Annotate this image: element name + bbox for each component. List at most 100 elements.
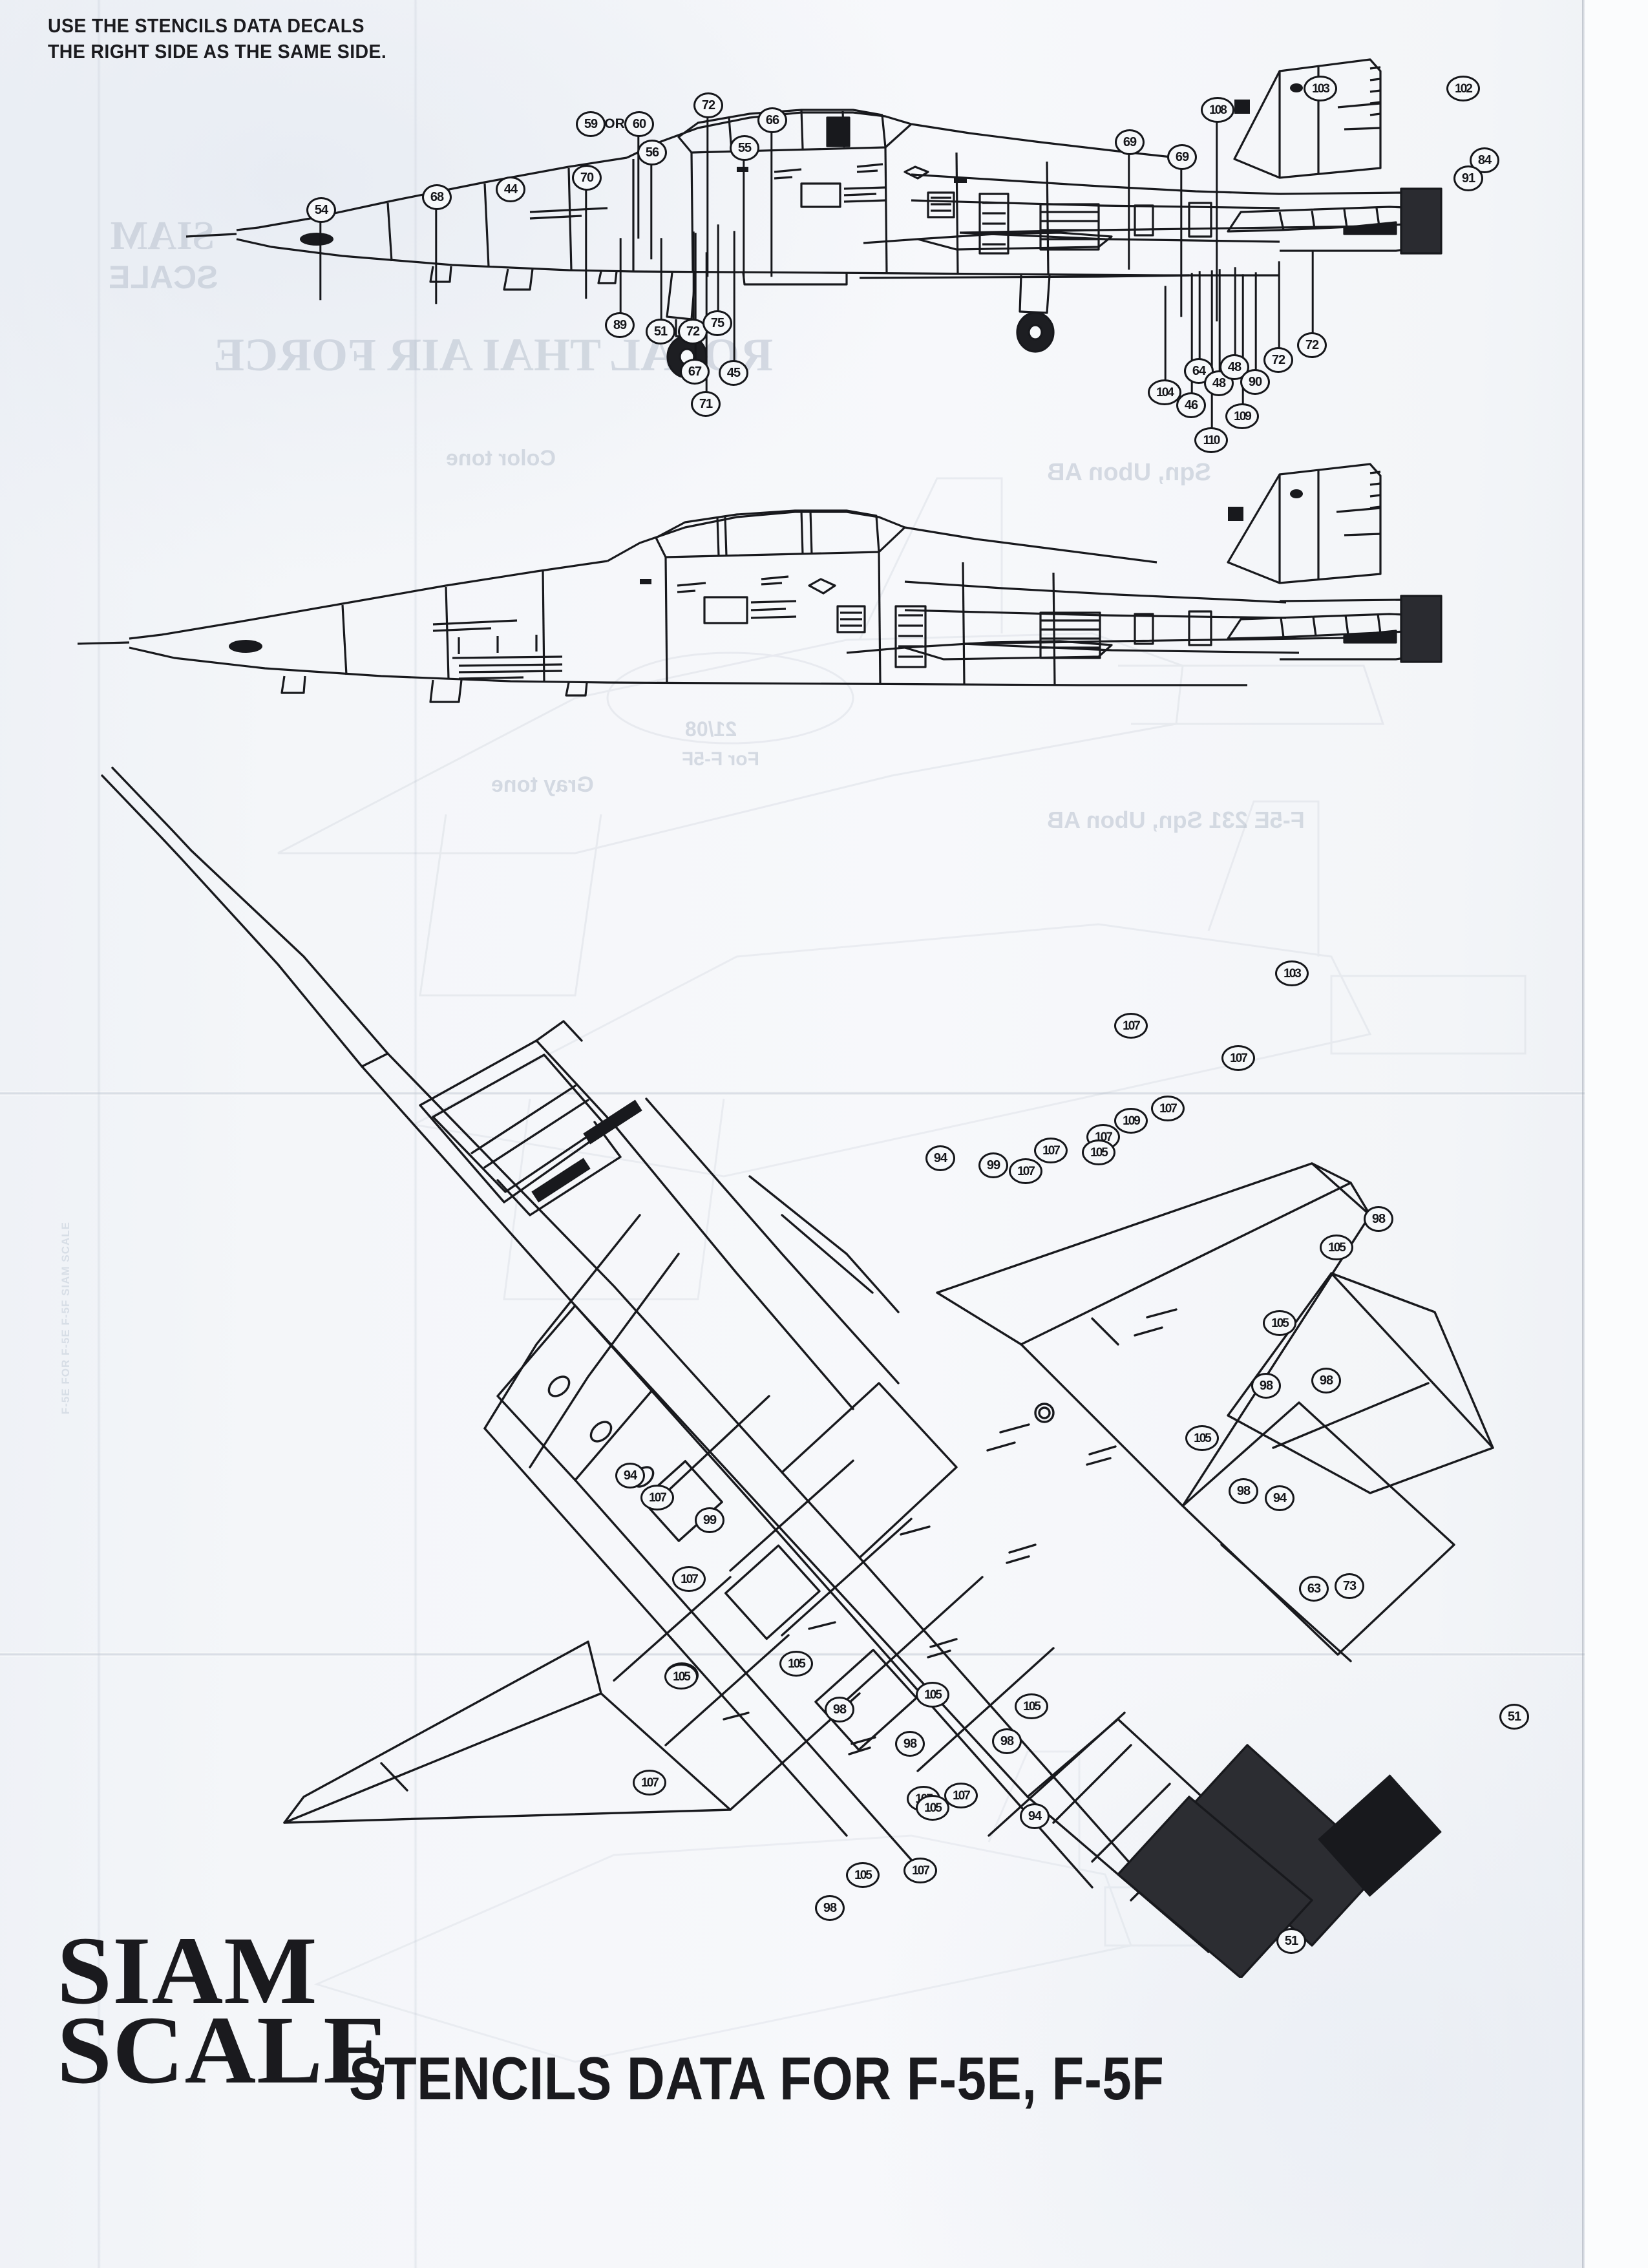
paper-edge bbox=[1582, 0, 1585, 2268]
header-note-line-2: THE RIGHT SIDE AS THE SAME SIDE. bbox=[48, 40, 387, 63]
callout-balloon-84: 84 bbox=[1470, 147, 1499, 173]
callout-balloon-72: 72 bbox=[1297, 332, 1327, 358]
callout-balloon-89: 89 bbox=[605, 312, 635, 338]
callout-balloon-68: 68 bbox=[422, 184, 452, 210]
callout-leader-line bbox=[1234, 267, 1236, 358]
callout-leader-line bbox=[1216, 121, 1218, 322]
callout-balloon-46: 46 bbox=[1176, 392, 1206, 418]
callout-balloon-99: 99 bbox=[695, 1507, 724, 1533]
brand-logo: SIAM SCALE bbox=[57, 1922, 389, 2099]
vertical-crease-mid bbox=[414, 0, 417, 2268]
callout-balloon-105: 105 bbox=[1263, 1310, 1296, 1336]
callout-or-label: OR bbox=[604, 116, 625, 131]
callout-balloon-94: 94 bbox=[1265, 1485, 1294, 1511]
callout-balloon-103: 103 bbox=[1304, 76, 1337, 101]
callout-balloon-48: 48 bbox=[1204, 370, 1234, 396]
callout-leader-line bbox=[585, 189, 587, 299]
callout-balloon-91: 91 bbox=[1453, 165, 1483, 191]
callout-balloon-103: 103 bbox=[1275, 960, 1309, 986]
callout-leader-line bbox=[1180, 168, 1182, 317]
callout-balloon-107: 107 bbox=[1034, 1138, 1068, 1163]
fold-crease-upper bbox=[0, 1091, 1585, 1096]
brand-line-2: SCALE bbox=[57, 1997, 390, 2104]
callout-balloon-99: 99 bbox=[978, 1152, 1008, 1178]
callout-balloon-59: 59 bbox=[576, 111, 606, 137]
callout-balloon-105: 105 bbox=[846, 1862, 880, 1888]
callout-balloon-94: 94 bbox=[615, 1463, 645, 1489]
callout-balloon-98: 98 bbox=[825, 1697, 854, 1722]
callout-leader-line bbox=[1211, 270, 1213, 431]
callout-balloon-107: 107 bbox=[640, 1485, 674, 1510]
callout-balloon-72: 72 bbox=[1263, 347, 1293, 373]
callout-balloon-107: 107 bbox=[633, 1770, 666, 1796]
brand-line-1: SIAM bbox=[57, 1917, 318, 2024]
callout-balloon-51: 51 bbox=[1499, 1704, 1529, 1730]
callout-balloon-94: 94 bbox=[1020, 1803, 1050, 1829]
callout-balloon-105: 105 bbox=[779, 1651, 813, 1677]
callout-balloon-107: 107 bbox=[1221, 1045, 1255, 1071]
callout-balloon-71: 71 bbox=[691, 391, 721, 417]
callout-leader-line bbox=[743, 159, 745, 277]
callout-balloon-109: 109 bbox=[1225, 403, 1259, 429]
callout-balloon-105: 105 bbox=[916, 1795, 949, 1821]
callout-balloon-105: 105 bbox=[664, 1664, 698, 1690]
callout-leader-line bbox=[660, 238, 662, 323]
callout-leader-line bbox=[1278, 261, 1280, 351]
callout-balloon-108: 108 bbox=[1201, 97, 1234, 123]
callout-balloon-56: 56 bbox=[637, 140, 667, 165]
callout-leader-line bbox=[1219, 269, 1221, 374]
callout-balloon-110: 110 bbox=[1194, 427, 1228, 453]
callout-balloon-105: 105 bbox=[1185, 1425, 1219, 1451]
scan-margin bbox=[1585, 0, 1648, 2268]
callout-balloon-45: 45 bbox=[719, 360, 748, 386]
callout-balloon-67: 67 bbox=[680, 359, 710, 385]
callout-balloon-105: 105 bbox=[1015, 1693, 1048, 1719]
callout-balloon-107: 107 bbox=[944, 1783, 978, 1808]
callout-balloon-107: 107 bbox=[903, 1858, 937, 1883]
callout-balloon-105: 105 bbox=[916, 1682, 949, 1708]
callout-balloon-107: 107 bbox=[672, 1566, 706, 1592]
callout-balloon-51: 51 bbox=[646, 319, 675, 344]
callout-balloon-54: 54 bbox=[306, 197, 336, 223]
vertical-crease-left bbox=[97, 0, 101, 2268]
callout-balloon-51: 51 bbox=[1276, 1928, 1306, 1954]
callout-balloon-107: 107 bbox=[1151, 1096, 1185, 1121]
callout-balloon-98: 98 bbox=[895, 1731, 925, 1757]
callout-leader-line bbox=[1255, 272, 1257, 373]
callout-leader-line bbox=[650, 164, 652, 260]
callout-balloon-63: 63 bbox=[1299, 1576, 1329, 1602]
header-note: USE THE STENCILS DATA DECALS THE RIGHT S… bbox=[48, 13, 386, 65]
callout-balloon-98: 98 bbox=[815, 1895, 845, 1921]
callout-balloon-72: 72 bbox=[693, 92, 723, 118]
callout-balloon-94: 94 bbox=[925, 1145, 955, 1171]
callout-leader-line bbox=[319, 221, 321, 301]
callout-balloon-73: 73 bbox=[1335, 1573, 1364, 1599]
callout-balloon-109: 109 bbox=[1114, 1108, 1148, 1134]
header-note-line-1: USE THE STENCILS DATA DECALS bbox=[48, 14, 364, 37]
callout-balloon-105: 105 bbox=[1320, 1235, 1353, 1260]
callout-balloon-107: 107 bbox=[1009, 1158, 1042, 1184]
callout-balloon-60: 60 bbox=[624, 111, 654, 137]
callout-balloon-107: 107 bbox=[1114, 1013, 1148, 1039]
callout-balloon-55: 55 bbox=[730, 135, 759, 161]
callout-balloon-104: 104 bbox=[1148, 379, 1181, 405]
callout-balloon-98: 98 bbox=[1311, 1368, 1341, 1394]
callout-leader-line bbox=[435, 208, 437, 304]
callout-balloon-66: 66 bbox=[757, 107, 787, 133]
callout-balloon-90: 90 bbox=[1240, 369, 1270, 395]
callout-balloon-70: 70 bbox=[572, 165, 602, 191]
callout-balloon-105: 105 bbox=[1082, 1139, 1115, 1165]
callout-balloon-98: 98 bbox=[992, 1728, 1022, 1754]
callout-balloon-69: 69 bbox=[1115, 129, 1145, 155]
callout-balloon-44: 44 bbox=[496, 176, 525, 202]
callout-leader-line bbox=[734, 231, 735, 364]
callout-balloon-102: 102 bbox=[1446, 76, 1480, 101]
callout-leader-line bbox=[770, 131, 772, 277]
callout-balloon-98: 98 bbox=[1364, 1206, 1393, 1232]
callout-leader-line bbox=[717, 224, 719, 314]
callout-balloon-98: 98 bbox=[1229, 1478, 1258, 1504]
callout-balloon-98: 98 bbox=[1251, 1373, 1281, 1399]
callout-leader-line bbox=[1128, 153, 1130, 270]
callout-leader-line bbox=[1165, 286, 1167, 383]
